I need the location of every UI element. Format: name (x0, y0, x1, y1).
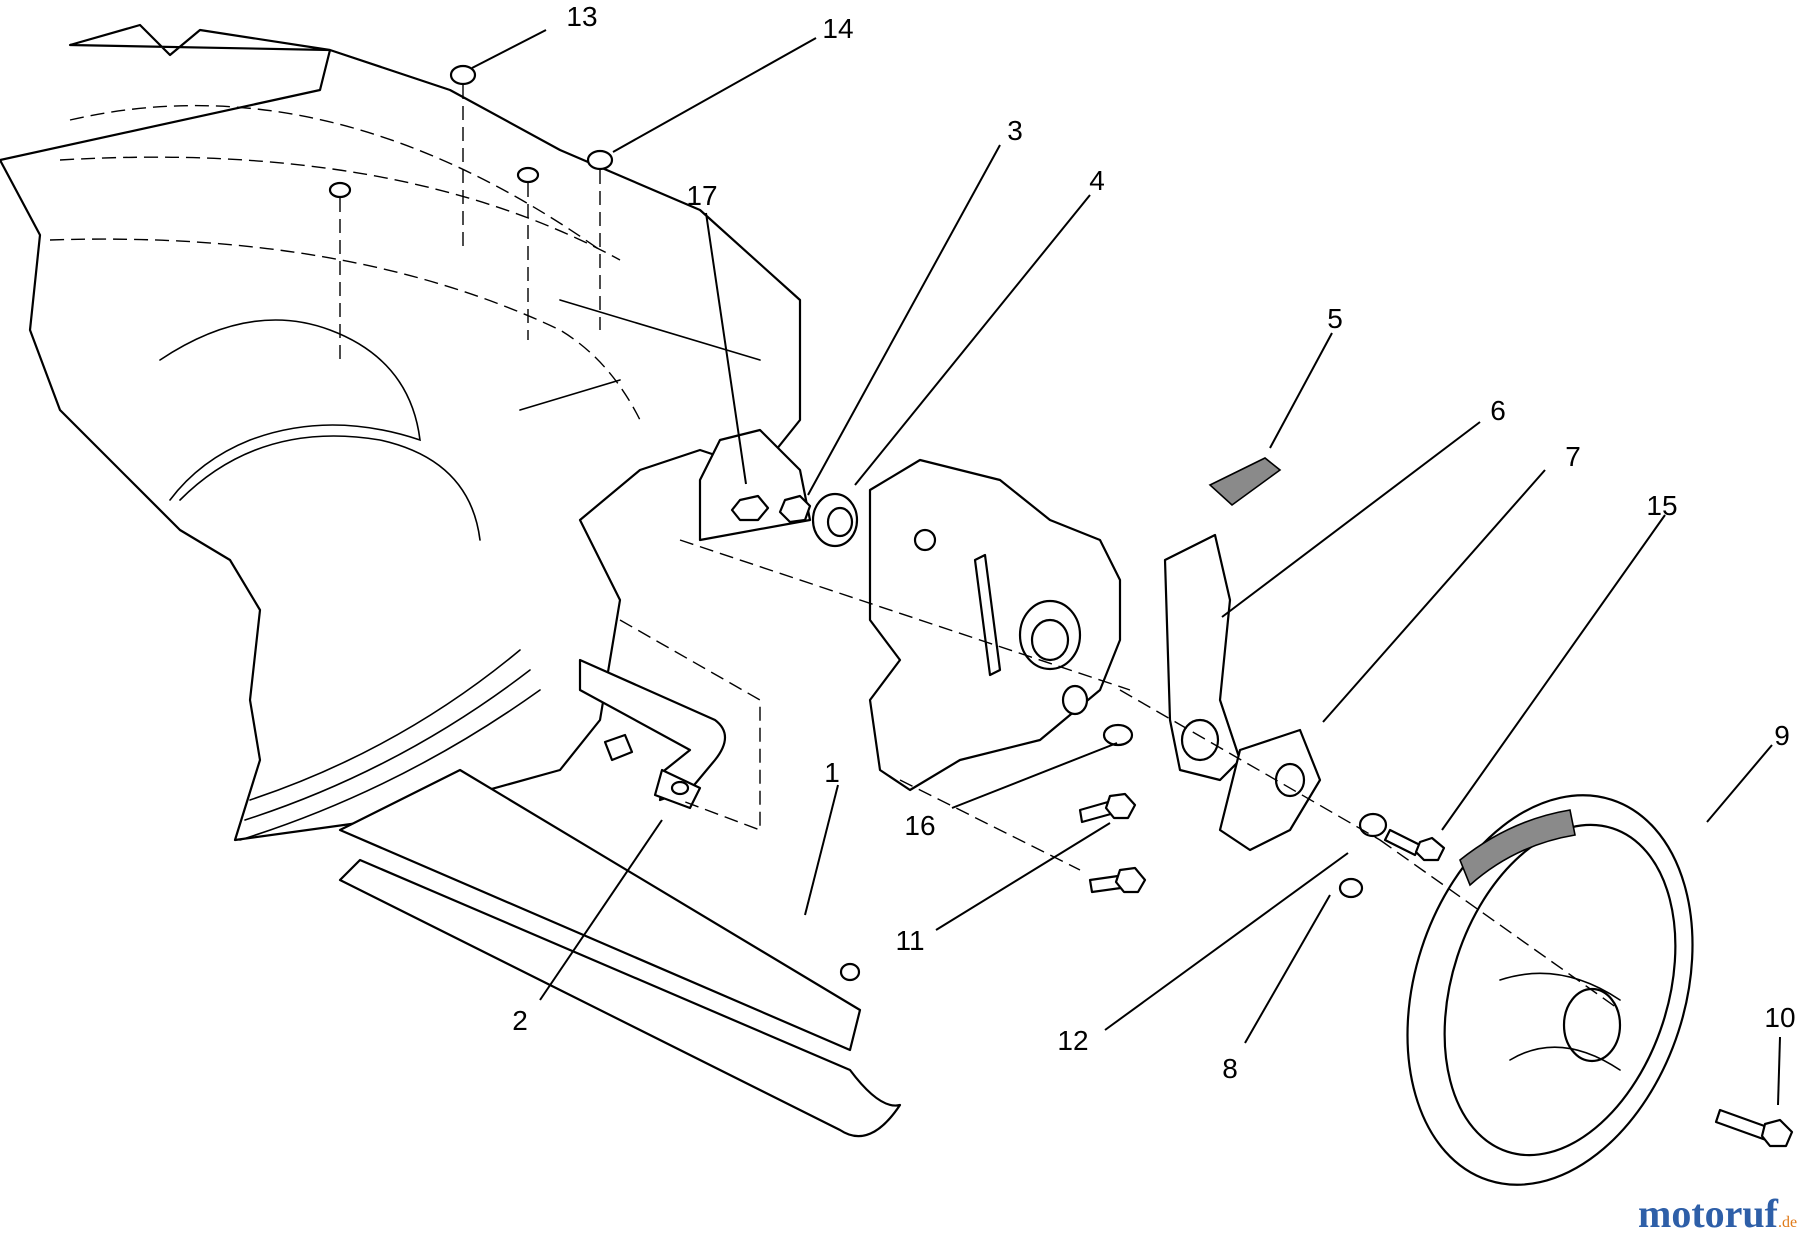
callout-4: 4 (1089, 165, 1105, 196)
watermark: motoruf.de (1638, 1191, 1797, 1236)
callout-12: 12 (1057, 1025, 1088, 1056)
gear-housing-plate (868, 458, 1122, 792)
watermark-suffix: .de (1778, 1214, 1797, 1231)
callout-10: 10 (1764, 1002, 1795, 1033)
washer-part-8 (1338, 877, 1364, 899)
bushing-part-4 (811, 492, 859, 548)
leader-lines (471, 29, 1781, 1106)
bracket-plate-part-7 (1218, 728, 1322, 852)
callout-16: 16 (904, 810, 935, 841)
pin-part-16 (1102, 723, 1134, 747)
rear-baffle (338, 768, 902, 1138)
callout-6: 6 (1490, 395, 1506, 426)
callout-8: 8 (1222, 1053, 1238, 1084)
washer-part-12 (1358, 812, 1388, 838)
bolt-part-10 (1714, 1108, 1794, 1148)
callout-13: 13 (566, 1, 597, 32)
callout-15: 15 (1646, 490, 1677, 521)
bolt-part-15 (1383, 828, 1446, 862)
callout-14: 14 (822, 13, 853, 44)
callout-3: 3 (1007, 115, 1023, 146)
plug-left (328, 181, 352, 199)
callout-7: 7 (1565, 441, 1581, 472)
watermark-main: motoruf (1638, 1191, 1779, 1236)
height-lever (1163, 533, 1242, 782)
height-adjust-bracket (578, 619, 761, 832)
plug-part-13 (449, 64, 477, 86)
callout-9: 9 (1774, 720, 1790, 751)
nut-part-3 (778, 494, 812, 524)
mower-deck-housing (0, 23, 802, 842)
plug-part-14 (586, 149, 614, 171)
callout-1: 1 (824, 757, 840, 788)
wheel (1406, 794, 1694, 1186)
callout-2: 2 (512, 1005, 528, 1036)
bolt-part-11-lower (1088, 866, 1147, 894)
bolt-part-11-upper (1078, 792, 1137, 824)
callout-11: 11 (895, 925, 924, 956)
callout-17: 17 (686, 180, 717, 211)
callout-5: 5 (1327, 303, 1343, 334)
lever-knob (1208, 457, 1282, 507)
plug-middle (516, 166, 540, 184)
side-plate (698, 428, 812, 542)
